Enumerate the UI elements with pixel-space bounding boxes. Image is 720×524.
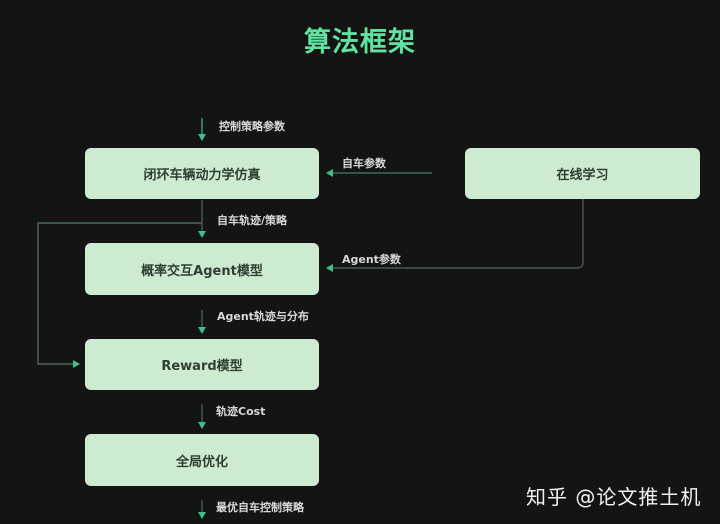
node-agent-model: 概率交互Agent模型	[85, 243, 319, 295]
edge-label-output-policy: 最优自车控制策略	[216, 501, 304, 514]
edge-label-ego-params: 自车参数	[342, 157, 386, 170]
node-global-optim: 全局优化	[85, 434, 319, 486]
edge-label-ego-traj: 自车轨迹/策略	[217, 214, 288, 227]
diagram-title: 算法框架	[304, 27, 416, 58]
edge-label-agent-params: Agent参数	[342, 253, 401, 266]
node-reward-model: Reward模型	[85, 339, 319, 390]
node-label: 在线学习	[556, 168, 609, 183]
edge-label-agent-traj: Agent轨迹与分布	[217, 310, 309, 323]
node-label: 全局优化	[175, 454, 228, 470]
node-online-learning: 在线学习	[465, 148, 700, 199]
node-closed-loop-sim: 闭环车辆动力学仿真	[85, 148, 319, 199]
edge-label-control-params: 控制策略参数	[219, 120, 285, 133]
node-label: 闭环车辆动力学仿真	[143, 168, 261, 183]
node-label: Reward模型	[161, 359, 243, 374]
node-label: 概率交互Agent模型	[141, 263, 263, 279]
watermark: 知乎 @论文推土机	[526, 485, 702, 509]
edge-label-traj-cost: 轨迹Cost	[216, 405, 266, 418]
